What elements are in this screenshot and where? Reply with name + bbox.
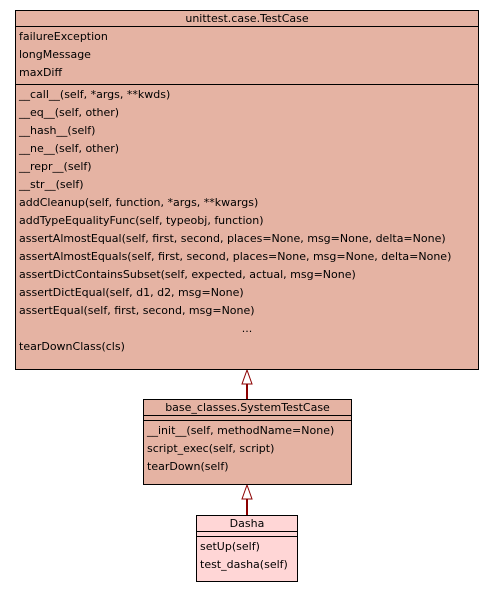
- method-row: __ne__(self, other): [19, 142, 120, 155]
- method-ellipsis: ...: [241, 322, 253, 335]
- class-title: unittest.case.TestCase: [16, 11, 478, 27]
- attribute-row: failureException: [19, 30, 108, 43]
- class-methods: setUp(self) test_dasha(self): [197, 537, 297, 576]
- method-row: addCleanup(self, function, *args, **kwar…: [19, 196, 259, 209]
- class-attributes: [197, 532, 297, 537]
- class-title: base_classes.SystemTestCase: [144, 400, 351, 416]
- method-row: assertAlmostEqual(self, first, second, p…: [19, 232, 446, 245]
- method-row: script_exec(self, script): [147, 442, 275, 455]
- method-row: assertDictContainsSubset(self, expected,…: [19, 268, 356, 281]
- class-box-testcase: unittest.case.TestCase failureException …: [15, 10, 479, 370]
- class-methods: __init__(self, methodName=None) script_e…: [144, 421, 351, 478]
- method-row: __call__(self, *args, **kwds): [19, 88, 171, 101]
- class-attributes: [144, 416, 351, 421]
- edge-dasha-to-systemtestcase: [241, 483, 253, 515]
- method-row: setUp(self): [200, 540, 260, 553]
- class-attributes: failureException longMessage maxDiff: [16, 27, 478, 85]
- attribute-row: maxDiff: [19, 66, 63, 79]
- attribute-row: longMessage: [19, 48, 91, 61]
- method-row: __str__(self): [19, 178, 84, 191]
- method-row: assertDictEqual(self, d1, d2, msg=None): [19, 286, 244, 299]
- method-row: assertAlmostEquals(self, first, second, …: [19, 250, 452, 263]
- class-box-systemtestcase: base_classes.SystemTestCase __init__(sel…: [143, 399, 352, 485]
- class-box-dasha: Dasha setUp(self) test_dasha(self): [196, 515, 298, 582]
- method-row: tearDown(self): [147, 460, 229, 473]
- class-methods: __call__(self, *args, **kwds) __eq__(sel…: [16, 85, 478, 358]
- method-row: __hash__(self): [19, 124, 96, 137]
- method-row: test_dasha(self): [200, 558, 288, 571]
- method-row: tearDownClass(cls): [19, 340, 125, 353]
- method-row: __init__(self, methodName=None): [147, 424, 335, 437]
- method-row: addTypeEqualityFunc(self, typeobj, funct…: [19, 214, 264, 227]
- method-row: assertEqual(self, first, second, msg=Non…: [19, 304, 255, 317]
- method-row: __repr__(self): [19, 160, 92, 173]
- edge-systemtestcase-to-testcase: [241, 368, 253, 399]
- class-title: Dasha: [197, 516, 297, 532]
- method-row: __eq__(self, other): [19, 106, 120, 119]
